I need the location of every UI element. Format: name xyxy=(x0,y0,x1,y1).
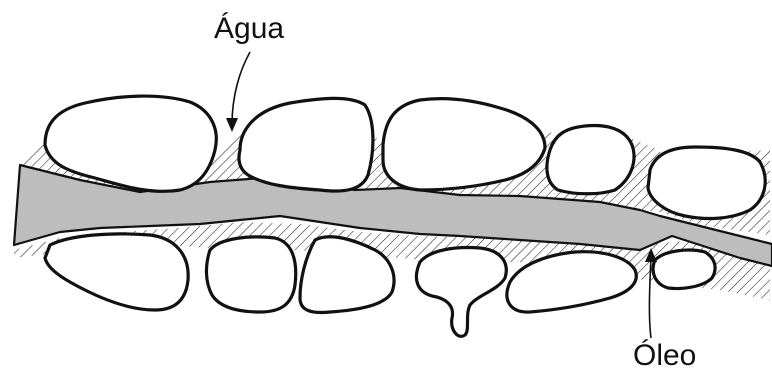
water-label: Água xyxy=(214,12,284,45)
oil-label: Óleo xyxy=(633,339,696,370)
grain xyxy=(206,237,295,312)
grain xyxy=(653,250,715,288)
grain xyxy=(45,234,188,310)
grain xyxy=(239,98,373,191)
grain xyxy=(547,126,634,194)
water-pointer xyxy=(226,52,250,132)
grain xyxy=(648,147,765,218)
oil-pointer xyxy=(645,248,657,338)
grain xyxy=(416,248,506,337)
